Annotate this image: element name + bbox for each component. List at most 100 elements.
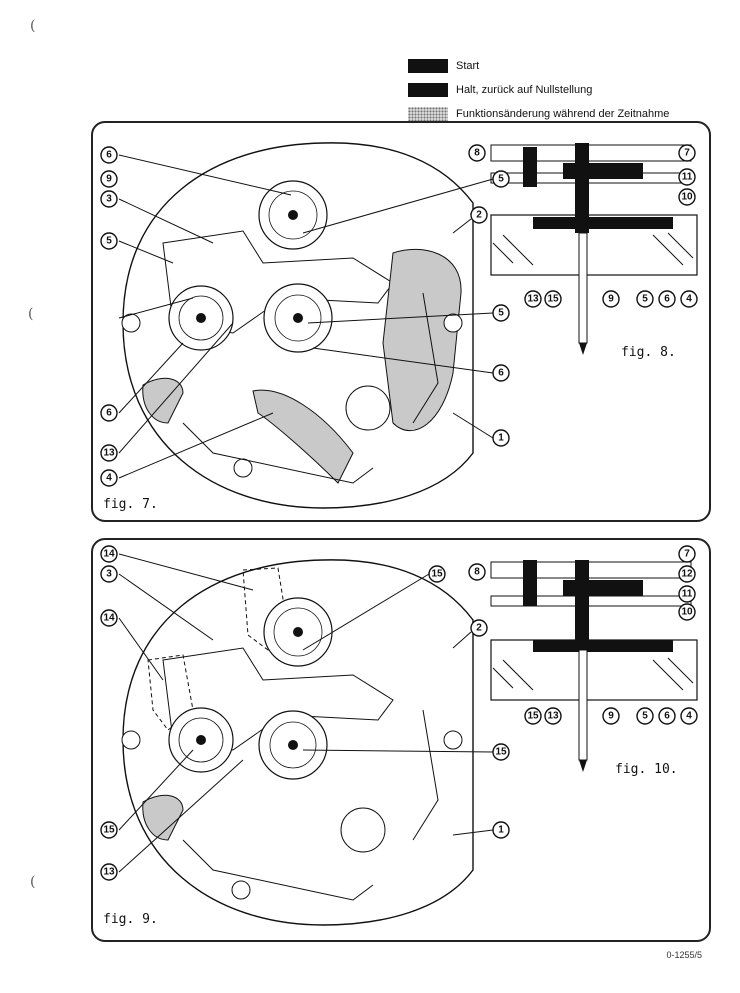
fig8-callout-6: 6	[658, 290, 676, 308]
fig9-callout-15-right: 15	[492, 743, 510, 761]
fig10-callout-4: 4	[680, 707, 698, 725]
legend-item-start: Start	[408, 54, 708, 78]
svg-text:2: 2	[476, 623, 482, 634]
fig7-callout-5-right: 5	[492, 304, 510, 322]
fig9-callout-15-left: 15	[100, 821, 118, 839]
fig7-callouts: 6 9 3 5 6 13 4 5 5 6 1 2	[100, 146, 510, 487]
svg-text:6: 6	[106, 150, 112, 161]
legend: Start Halt, zurück auf Nullstellung Funk…	[408, 54, 708, 126]
fig7-label: fig. 7.	[103, 497, 158, 512]
svg-text:10: 10	[681, 607, 693, 618]
fig7-callout-13: 13	[100, 444, 118, 462]
svg-text:4: 4	[106, 473, 112, 484]
fig9-callout-2: 2	[470, 619, 488, 637]
svg-text:4: 4	[686, 294, 692, 305]
svg-text:6: 6	[664, 294, 670, 305]
fig8-callout-9: 9	[602, 290, 620, 308]
fig10-label: fig. 10.	[615, 762, 678, 777]
panel-fig7-fig8: 6 9 3 5 6 13 4 5 5 6 1 2 8 7 11 10 13 15…	[91, 121, 711, 522]
fig10-cross-section	[490, 560, 698, 772]
fig7-callout-5-top-right: 5	[492, 170, 510, 188]
svg-text:13: 13	[103, 867, 115, 878]
fig7-callout-6-left: 6	[100, 404, 118, 422]
fig9-callout-14-top: 14	[100, 545, 118, 563]
svg-text:5: 5	[498, 308, 504, 319]
fig8-callout-8: 8	[468, 144, 486, 162]
svg-text:3: 3	[106, 194, 112, 205]
svg-text:4: 4	[686, 711, 692, 722]
margin-mark-bottom: (	[30, 874, 36, 890]
svg-text:8: 8	[474, 148, 480, 159]
fig10-callout-5: 5	[636, 707, 654, 725]
fig9-callout-14-left: 14	[100, 609, 118, 627]
fig10-callout-6: 6	[658, 707, 676, 725]
fig10-callout-9: 9	[602, 707, 620, 725]
fig7-callout-9: 9	[100, 170, 118, 188]
svg-text:13: 13	[547, 711, 559, 722]
svg-text:5: 5	[642, 294, 648, 305]
fig8-callout-13: 13	[524, 290, 542, 308]
legend-item-change: Funktionsänderung während der Zeitnahme	[408, 102, 708, 126]
fig9-callout-1: 1	[492, 821, 510, 839]
svg-text:15: 15	[431, 569, 443, 580]
svg-text:6: 6	[498, 368, 504, 379]
svg-text:9: 9	[608, 294, 614, 305]
fig8-callout-15: 15	[544, 290, 562, 308]
drawing-fig7-fig8: 6 9 3 5 6 13 4 5 5 6 1 2 8 7 11 10 13 15…	[100, 142, 698, 509]
legend-item-halt: Halt, zurück auf Nullstellung	[408, 78, 708, 102]
svg-text:14: 14	[103, 549, 115, 560]
fig10-callout-15: 15	[524, 707, 542, 725]
svg-text:2: 2	[476, 210, 482, 221]
svg-text:1: 1	[498, 825, 504, 836]
svg-text:11: 11	[682, 172, 693, 183]
legend-swatch-halt	[408, 83, 448, 97]
fig9-callout-3: 3	[100, 565, 118, 583]
fig8-callout-11: 11	[678, 168, 696, 186]
fig10-callout-8: 8	[468, 563, 486, 581]
fig8-label: fig. 8.	[621, 345, 676, 360]
fig10-callout-11: 11	[678, 585, 696, 603]
fig7-callout-6-right: 6	[492, 364, 510, 382]
document-code: 0-1255/5	[666, 950, 702, 960]
fig10-callout-7: 7	[678, 545, 696, 563]
fig7-callout-5-left: 5	[100, 232, 118, 250]
svg-text:5: 5	[106, 236, 112, 247]
fig8-callouts: 8 7 11 10 13 15 9 5 6 4	[468, 144, 698, 308]
fig7-callout-3: 3	[100, 190, 118, 208]
fig7-movement	[121, 142, 474, 509]
fig10-callout-13: 13	[544, 707, 562, 725]
fig9-movement	[121, 559, 474, 926]
fig7-callout-6-top: 6	[100, 146, 118, 164]
svg-text:1: 1	[498, 433, 504, 444]
fig7-callout-1: 1	[492, 429, 510, 447]
fig7-callout-2: 2	[470, 206, 488, 224]
fig8-callout-10: 10	[678, 188, 696, 206]
svg-text:5: 5	[498, 174, 504, 185]
svg-text:5: 5	[642, 711, 648, 722]
fig8-cross-section	[490, 143, 698, 355]
fig8-callout-4: 4	[680, 290, 698, 308]
svg-text:13: 13	[103, 448, 115, 459]
legend-swatch-change	[408, 107, 448, 121]
legend-swatch-start	[408, 59, 448, 73]
fig8-callout-5: 5	[636, 290, 654, 308]
margin-mark-top: (	[30, 18, 36, 34]
svg-text:6: 6	[106, 408, 112, 419]
svg-text:10: 10	[681, 192, 693, 203]
panel-fig9-fig10: 14 3 14 15 13 15 15 1 2 8 7 12 11 10 15 …	[91, 538, 711, 942]
svg-text:8: 8	[474, 567, 480, 578]
svg-text:11: 11	[682, 589, 693, 600]
fig10-callout-10: 10	[678, 603, 696, 621]
fig7-callout-4: 4	[100, 469, 118, 487]
svg-text:13: 13	[527, 294, 539, 305]
svg-text:9: 9	[106, 174, 112, 185]
fig10-callout-12: 12	[678, 565, 696, 583]
fig8-callout-7: 7	[678, 144, 696, 162]
svg-text:15: 15	[495, 747, 507, 758]
fig9-callouts: 14 3 14 15 13 15 15 1 2	[100, 545, 510, 881]
svg-text:7: 7	[684, 148, 690, 159]
legend-label-start: Start	[456, 60, 480, 72]
svg-text:15: 15	[527, 711, 539, 722]
svg-text:7: 7	[684, 549, 690, 560]
svg-text:9: 9	[608, 711, 614, 722]
